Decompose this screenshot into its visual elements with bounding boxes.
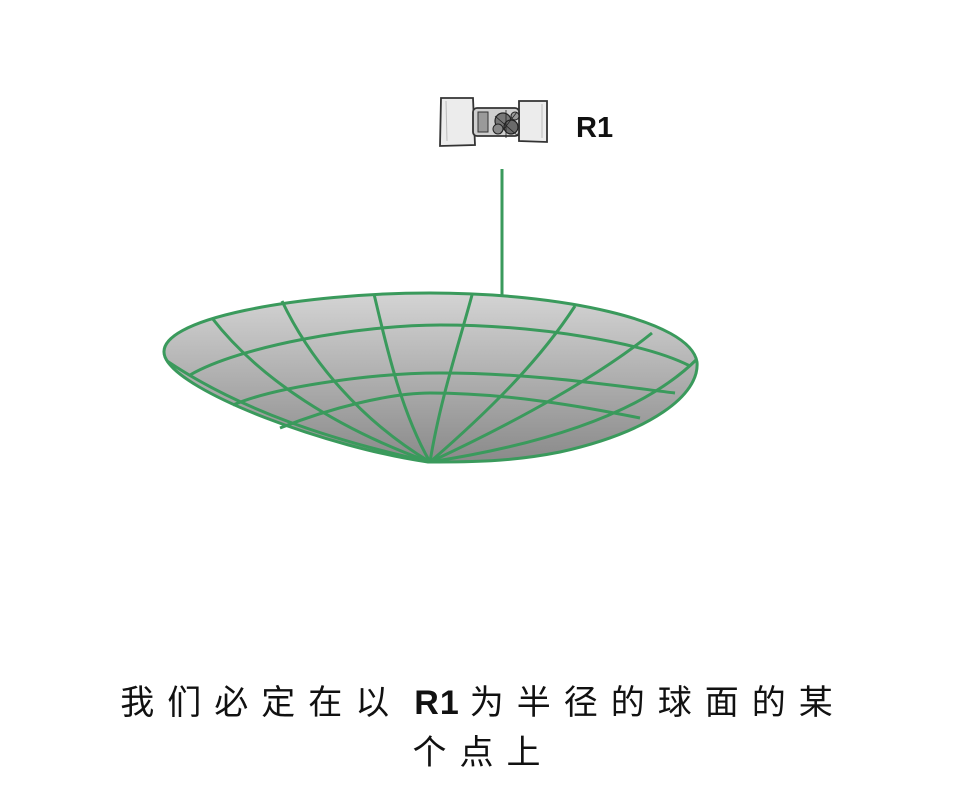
sphere-surface-icon — [162, 291, 699, 464]
surface-fill — [162, 291, 699, 464]
latitude-line — [232, 371, 676, 407]
latitude-line — [279, 391, 641, 430]
caption-text-2: 为半径的球面的某 — [469, 683, 846, 723]
meridian-line — [429, 358, 698, 464]
meridian-line — [429, 331, 653, 464]
meridian-line — [429, 305, 577, 464]
satellite-label: R1 — [576, 112, 613, 144]
latitude-line — [189, 323, 691, 377]
caption-term: R1 — [414, 684, 460, 722]
caption-text-1: 我们必定在以 — [120, 683, 403, 723]
caption-line-2: 个点上 — [412, 733, 554, 773]
meridian-line — [166, 359, 431, 464]
meridian-line — [372, 293, 432, 463]
meridian-line — [210, 317, 431, 464]
meridian-line — [428, 294, 474, 463]
satellite-icon — [439, 97, 548, 147]
meridian-line — [280, 300, 431, 464]
